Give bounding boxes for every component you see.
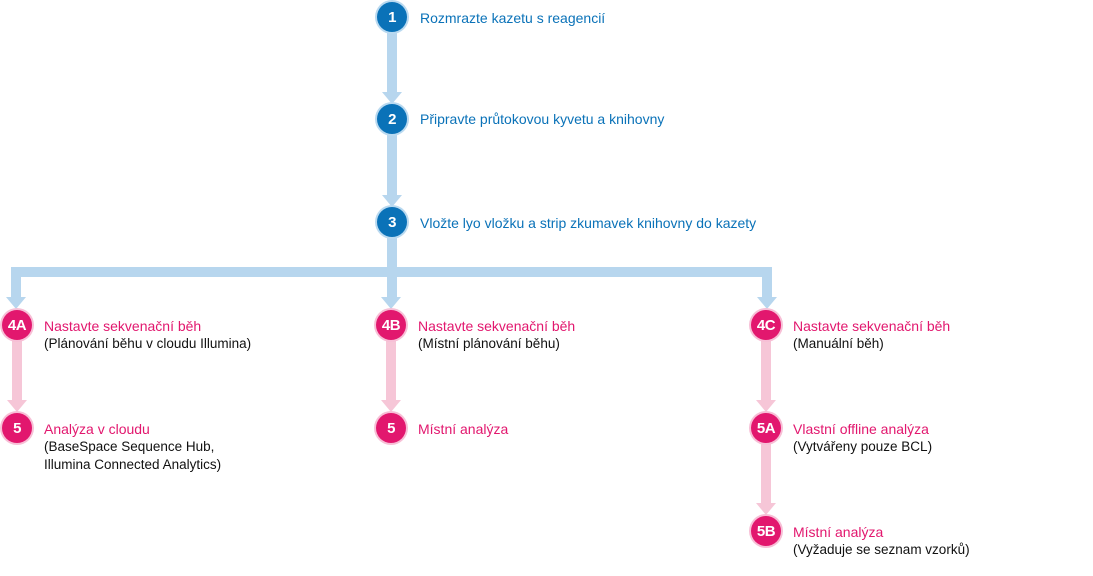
connector-branch-horizontal [11, 267, 772, 277]
pink-connectors [7, 340, 776, 515]
step-4c-title: Nastavte sekvenační běh [793, 318, 951, 334]
connector-2-3 [387, 134, 397, 197]
step-3-badge: 3 [377, 207, 407, 237]
connector-branch-left [11, 267, 21, 299]
arrow-head-4c [757, 297, 777, 309]
arrow-head-2 [382, 92, 402, 104]
step-5-cloud-title: Analýza v cloudu [44, 421, 150, 437]
step-3-title: Vložte lyo vložku a strip zkumavek kniho… [420, 215, 757, 231]
arrow-head-5-mid [381, 400, 401, 412]
connector-branch-right [762, 267, 772, 299]
step-5-cloud-label: Analýza v cloudu (BaseSpace Sequence Hub… [44, 420, 221, 474]
step-2-label: Připravte průtokovou kyvetu a knihovny [420, 110, 664, 128]
connector-4a-5 [12, 340, 22, 402]
step-4c-subtitle: (Manuální běh) [793, 336, 884, 351]
step-1-title: Rozmrazte kazetu s reagencií [420, 10, 606, 26]
step-5-local-title: Místní analýza [418, 421, 509, 437]
step-4b-title: Nastavte sekvenační běh [418, 318, 576, 334]
step-3-label: Vložte lyo vložku a strip zkumavek kniho… [420, 214, 756, 232]
step-5a-title: Vlastní offline analýza [793, 421, 929, 437]
step-4c-label: Nastavte sekvenační běh (Manuální běh) [793, 317, 950, 353]
step-4c-badge: 4C [751, 310, 781, 340]
step-5a-subtitle: (Vytvářeny pouze BCL) [793, 439, 933, 454]
step-5-local-badge: 5 [376, 413, 406, 443]
step-5b-subtitle: (Vyžaduje se seznam vzorků) [793, 542, 970, 557]
step-5-cloud-subtitle-2: Illumina Connected Analytics) [44, 457, 222, 472]
step-4b-badge: 4B [376, 310, 406, 340]
arrow-head-3 [382, 195, 402, 207]
step-4a-subtitle: (Plánování běhu v cloudu Illumina) [44, 336, 252, 351]
connector-5a-5b [761, 443, 771, 505]
step-5b-title: Místní analýza [793, 524, 884, 540]
step-4b-label: Nastavte sekvenační běh (Místní plánován… [418, 317, 575, 353]
connector-4c-5a [761, 340, 771, 402]
step-5a-badge: 5A [751, 413, 781, 443]
connector-1-2 [387, 32, 397, 94]
arrow-head-4a [6, 297, 26, 309]
arrow-head-5a [756, 400, 776, 412]
step-1-label: Rozmrazte kazetu s reagencií [420, 9, 605, 27]
blue-connectors [6, 32, 777, 309]
step-4a-title: Nastavte sekvenační běh [44, 318, 202, 334]
step-2-badge: 2 [377, 104, 407, 134]
step-4a-label: Nastavte sekvenační běh (Plánování běhu … [44, 317, 251, 353]
step-2-title: Připravte průtokovou kyvetu a knihovny [420, 111, 665, 127]
step-4b-subtitle: (Místní plánování běhu) [418, 336, 560, 351]
step-5b-badge: 5B [751, 516, 781, 546]
arrow-head-4b [381, 297, 401, 309]
step-1-badge: 1 [377, 2, 407, 32]
step-4a-badge: 4A [2, 310, 32, 340]
arrow-head-5-left [7, 400, 27, 412]
step-5a-label: Vlastní offline analýza (Vytvářeny pouze… [793, 420, 932, 456]
step-5-cloud-subtitle-1: (BaseSpace Sequence Hub, [44, 439, 215, 454]
connector-4b-5 [386, 340, 396, 402]
step-5-cloud-badge: 5 [2, 413, 32, 443]
arrow-head-5b [756, 503, 776, 515]
step-5b-label: Místní analýza (Vyžaduje se seznam vzork… [793, 523, 970, 559]
step-5-local-label: Místní analýza [418, 420, 508, 438]
